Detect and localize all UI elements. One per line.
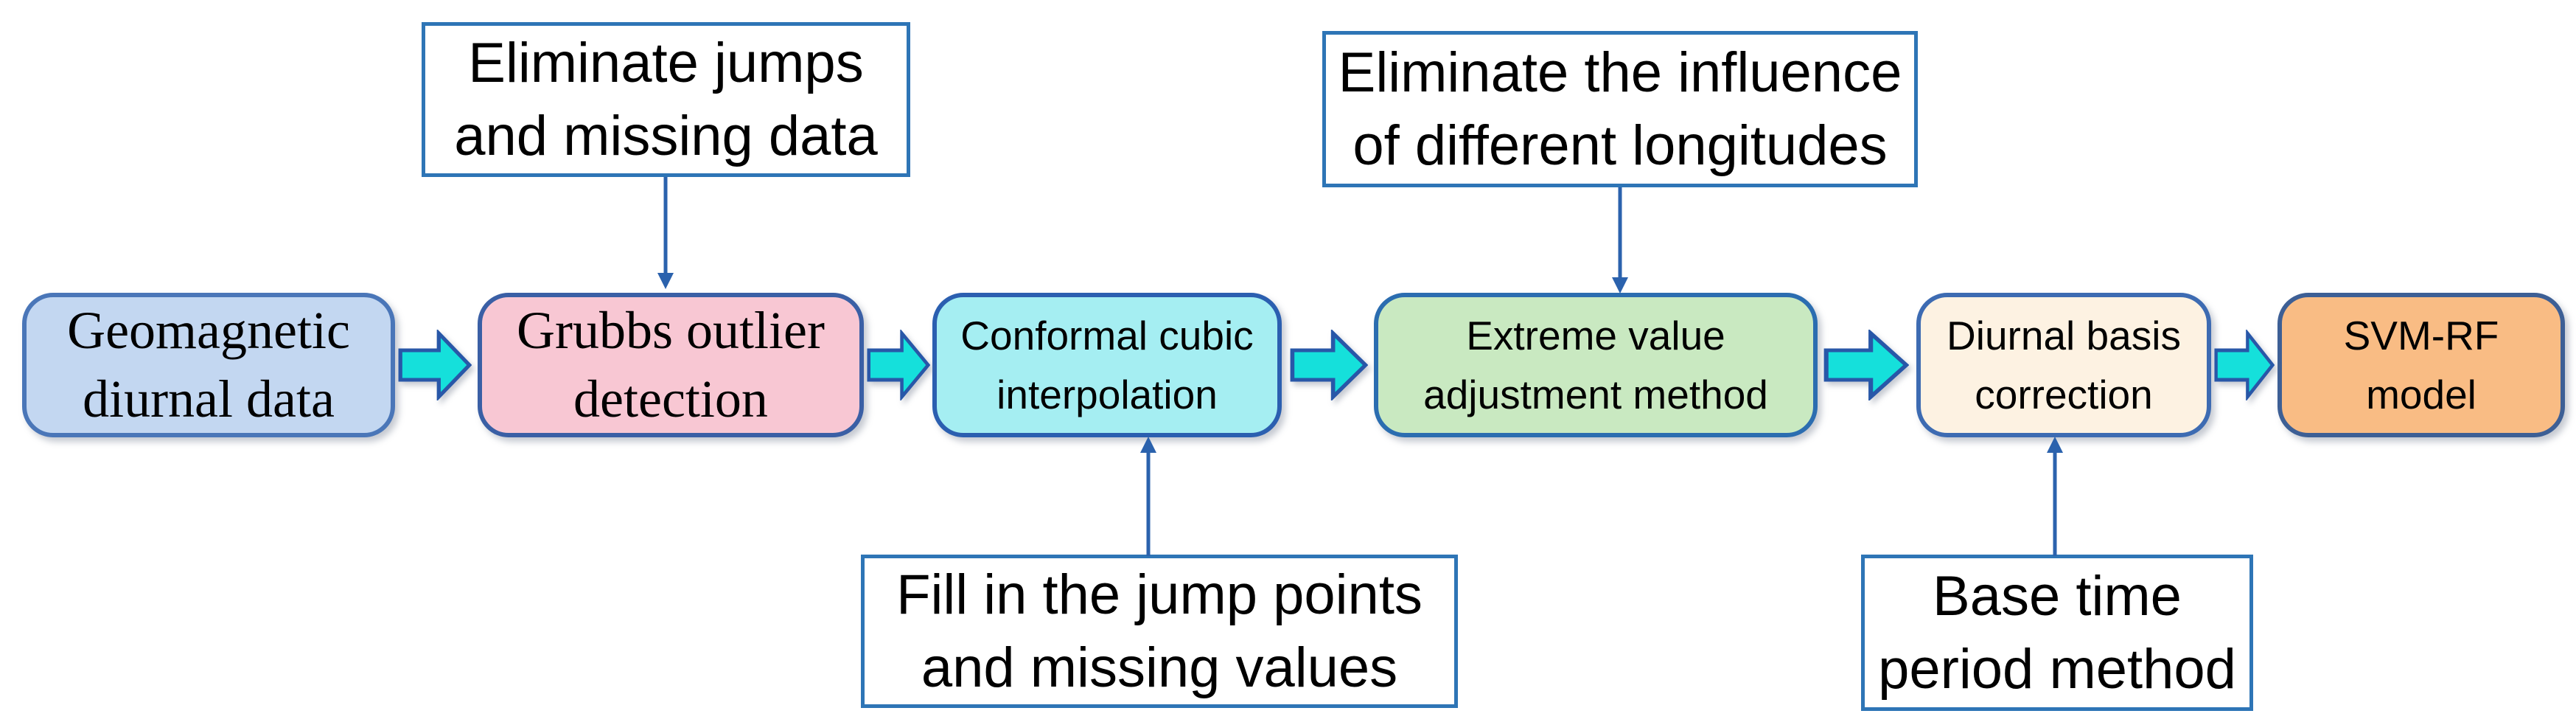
node-diurnal-basis-correction: Diurnal basis correction (1916, 293, 2211, 437)
annotation-label-line: of different longitudes (1352, 114, 1888, 177)
flow-arrow-right-icon (1823, 330, 1909, 400)
node-label-line: Diurnal basis (1947, 313, 2181, 358)
node-label-line: Grubbs outlier (517, 301, 825, 360)
node-conformal-cubic-interpolation: Conformal cubic interpolation (932, 293, 1282, 437)
annotation-label-line: Eliminate the influence (1338, 41, 1902, 104)
flow-arrow-right-icon (2214, 330, 2275, 400)
node-label-line: diurnal data (83, 369, 335, 428)
annotation-label-line: and missing data (454, 105, 878, 167)
connector-arrow-up-icon (2047, 437, 2063, 556)
node-geomagnetic-diurnal-data: Geomagnetic diurnal data (22, 293, 395, 437)
node-label-line: detection (573, 369, 768, 428)
flow-arrow-right-icon (867, 330, 930, 400)
connector-arrow-up-icon (1140, 437, 1156, 556)
node-label-line: interpolation (996, 372, 1218, 417)
annotation-label-line: period method (1878, 638, 2236, 701)
flow-arrow-right-icon (398, 330, 472, 400)
annotation-eliminate-influence: Eliminate the influence of different lon… (1322, 31, 1918, 187)
node-label-line: Conformal cubic (960, 313, 1254, 358)
node-label-line: model (2366, 372, 2476, 417)
annotation-label-line: Base time (1933, 565, 2182, 628)
node-svm-rf-model: SVM-RF model (2277, 293, 2565, 437)
flow-arrow-right-icon (1290, 330, 1368, 400)
annotation-label-line: and missing values (921, 636, 1398, 699)
node-extreme-value-adjustment-method: Extreme value adjustment method (1374, 293, 1818, 437)
node-grubbs-outlier-detection: Grubbs outlier detection (478, 293, 864, 437)
node-label-line: correction (1975, 372, 2153, 417)
annotation-eliminate-jumps: Eliminate jumps and missing data (422, 22, 910, 177)
connector-arrow-down-icon (1612, 187, 1628, 294)
annotation-base-time-period: Base time period method (1861, 555, 2253, 711)
node-label-line: Geomagnetic (67, 301, 350, 360)
annotation-fill-jump-points: Fill in the jump points and missing valu… (861, 555, 1458, 708)
annotation-label-line: Eliminate jumps (468, 32, 864, 94)
connector-arrow-down-icon (657, 177, 674, 289)
node-label-line: Extreme value (1466, 313, 1725, 358)
node-label-line: adjustment method (1423, 372, 1768, 417)
annotation-label-line: Fill in the jump points (896, 563, 1423, 626)
node-label-line: SVM-RF (2343, 313, 2499, 358)
